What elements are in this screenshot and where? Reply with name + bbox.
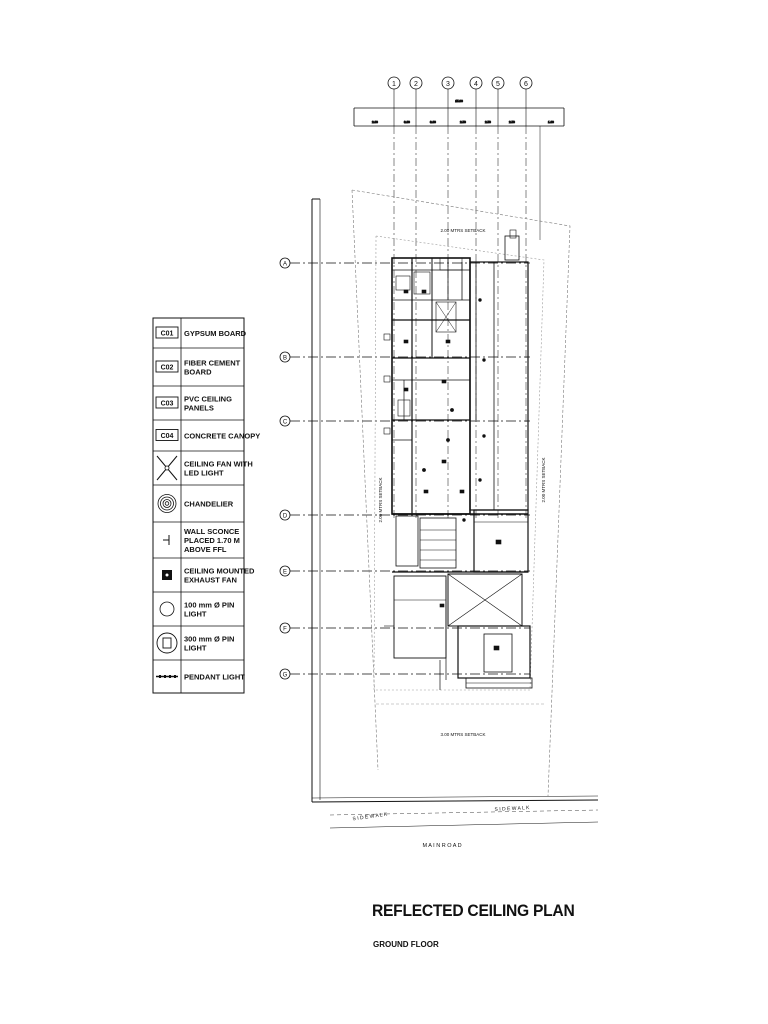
- side-walk-left-label: S I D E W A L K: [352, 812, 388, 823]
- legend-code-text: C02: [161, 365, 174, 372]
- legend-label: CONCRETE CANOPY: [184, 432, 260, 441]
- grid-row-B: B: [279, 351, 530, 363]
- setback-bottom-label: 3.00 MTRS SETBACK: [440, 732, 485, 737]
- pin-light-300-icon: [156, 632, 178, 654]
- grid-column-2: 2: [409, 76, 423, 520]
- grid-row-G: G: [279, 668, 530, 680]
- setback-right-label: 2.00 MTRS SETBACK: [541, 457, 546, 502]
- exhaust-fan-icon: [162, 570, 172, 580]
- plot-boundary: [311, 198, 599, 829]
- svg-text:1: 1: [392, 81, 396, 88]
- grid-column-5: 5: [491, 76, 505, 520]
- wall-sconce-icon: [163, 535, 170, 545]
- legend-label: PENDANT LIGHT: [184, 673, 245, 682]
- grid-row-D: D: [279, 509, 530, 521]
- grid-column-6: 6: [519, 76, 533, 520]
- legend-code-c02: C02: [155, 360, 179, 373]
- svg-text:D: D: [283, 514, 288, 520]
- legend-label: CHANDELIER: [184, 500, 234, 509]
- legend-code-c04: C04: [155, 429, 179, 441]
- pendant-light-icon: [156, 675, 178, 678]
- svg-text:5: 5: [496, 81, 500, 88]
- column-grid: 1 2 3 4 5 6: [387, 76, 541, 520]
- side-walk-right-label: S I D E W A L K: [494, 805, 530, 813]
- svg-text:G: G: [283, 673, 288, 679]
- fan-icon: [156, 455, 178, 481]
- svg-text:4: 4: [474, 81, 478, 88]
- svg-text:3: 3: [446, 81, 450, 88]
- svg-text:E: E: [283, 570, 287, 576]
- drawing-subtitle: GROUND FLOOR: [373, 940, 439, 949]
- grid-row-A: A: [279, 257, 530, 269]
- drawing-title: REFLECTED CEILING PLAN: [372, 901, 575, 920]
- grid-column-1: 1: [387, 76, 401, 520]
- light-fixtures: [403, 289, 502, 651]
- svg-text:2.50: 2.50: [485, 120, 491, 124]
- legend-label: GYPSUM BOARD: [184, 329, 247, 338]
- setback-outline: [351, 189, 571, 797]
- legend-code-c03: C03: [155, 396, 179, 409]
- grid-row-C: C: [279, 415, 530, 427]
- top-dimension-bar: 15.00 2.00 3.00 3.00 2.50 2.50 2.50 1.00: [353, 99, 565, 127]
- svg-text:F: F: [283, 627, 287, 633]
- legend-code-c01: C01: [155, 326, 179, 339]
- legend-code-text: C01: [161, 331, 174, 338]
- setback-left-label: 2.00 MTRS SETBACK: [378, 477, 383, 522]
- svg-text:B: B: [283, 356, 287, 362]
- svg-text:3.00: 3.00: [430, 120, 436, 124]
- building-plan: [383, 229, 533, 690]
- svg-text:2.50: 2.50: [460, 120, 466, 124]
- svg-text:6: 6: [524, 81, 528, 88]
- legend-code-text: C04: [161, 433, 174, 440]
- svg-text:3.00: 3.00: [404, 120, 410, 124]
- setback-top-label: 2.00 MTRS SETBACK: [440, 228, 485, 233]
- svg-text:1.00: 1.00: [548, 120, 554, 124]
- grid-row-E: E: [279, 565, 530, 577]
- svg-text:2.50: 2.50: [509, 120, 515, 124]
- chandelier-icon: [157, 494, 177, 513]
- svg-text:C: C: [283, 420, 288, 426]
- legend-code-text: C03: [161, 401, 174, 408]
- main-road-label: M A I N R O A D: [422, 843, 461, 849]
- grid-column-3: 3: [441, 76, 455, 520]
- svg-text:15.00: 15.00: [455, 99, 463, 103]
- svg-text:2: 2: [414, 81, 418, 88]
- pin-light-100-icon: [159, 601, 175, 617]
- svg-text:2.00: 2.00: [372, 120, 378, 124]
- grid-row-F: F: [279, 622, 530, 634]
- row-grid: A B C D E F G: [279, 257, 530, 680]
- svg-text:A: A: [283, 262, 287, 268]
